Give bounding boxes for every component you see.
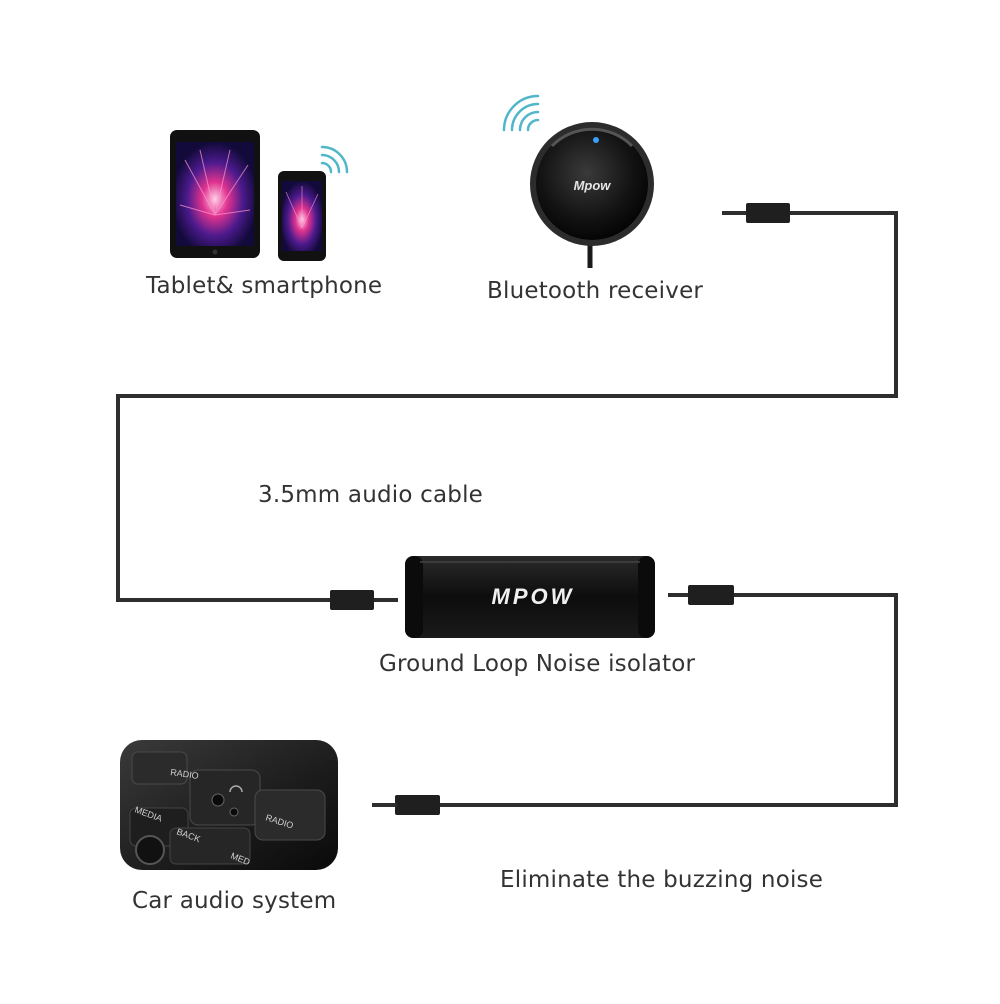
label-cable: 3.5mm audio cable (258, 482, 484, 508)
label-isolator: Ground Loop Noise isolator (379, 651, 696, 677)
plug-car (395, 795, 440, 815)
plug-isolator-output (688, 585, 734, 605)
isolator-logo: MPOW (492, 584, 575, 609)
wifi-icon-phone (320, 145, 349, 174)
car-label-radio-top: RADIO (170, 767, 200, 781)
cable-receiver-to-isolator (116, 203, 898, 610)
smartphone-icon (278, 171, 326, 261)
plug-receiver (746, 203, 790, 223)
label-benefit: Eliminate the buzzing noise (500, 867, 824, 893)
bluetooth-receiver-icon (530, 122, 654, 268)
noise-isolator-icon (405, 556, 655, 638)
label-car: Car audio system (132, 888, 337, 914)
plug-isolator-input (330, 590, 374, 610)
receiver-logo: Mpow (574, 178, 612, 193)
label-devices: Tablet& smartphone (146, 273, 383, 299)
cable-isolator-to-car (372, 585, 898, 815)
tablet-icon (170, 130, 260, 258)
headphone-icon (229, 785, 243, 793)
label-receiver: Bluetooth receiver (487, 278, 704, 304)
wifi-icon-receiver (502, 94, 540, 132)
car-audio-panel-image (120, 740, 338, 870)
